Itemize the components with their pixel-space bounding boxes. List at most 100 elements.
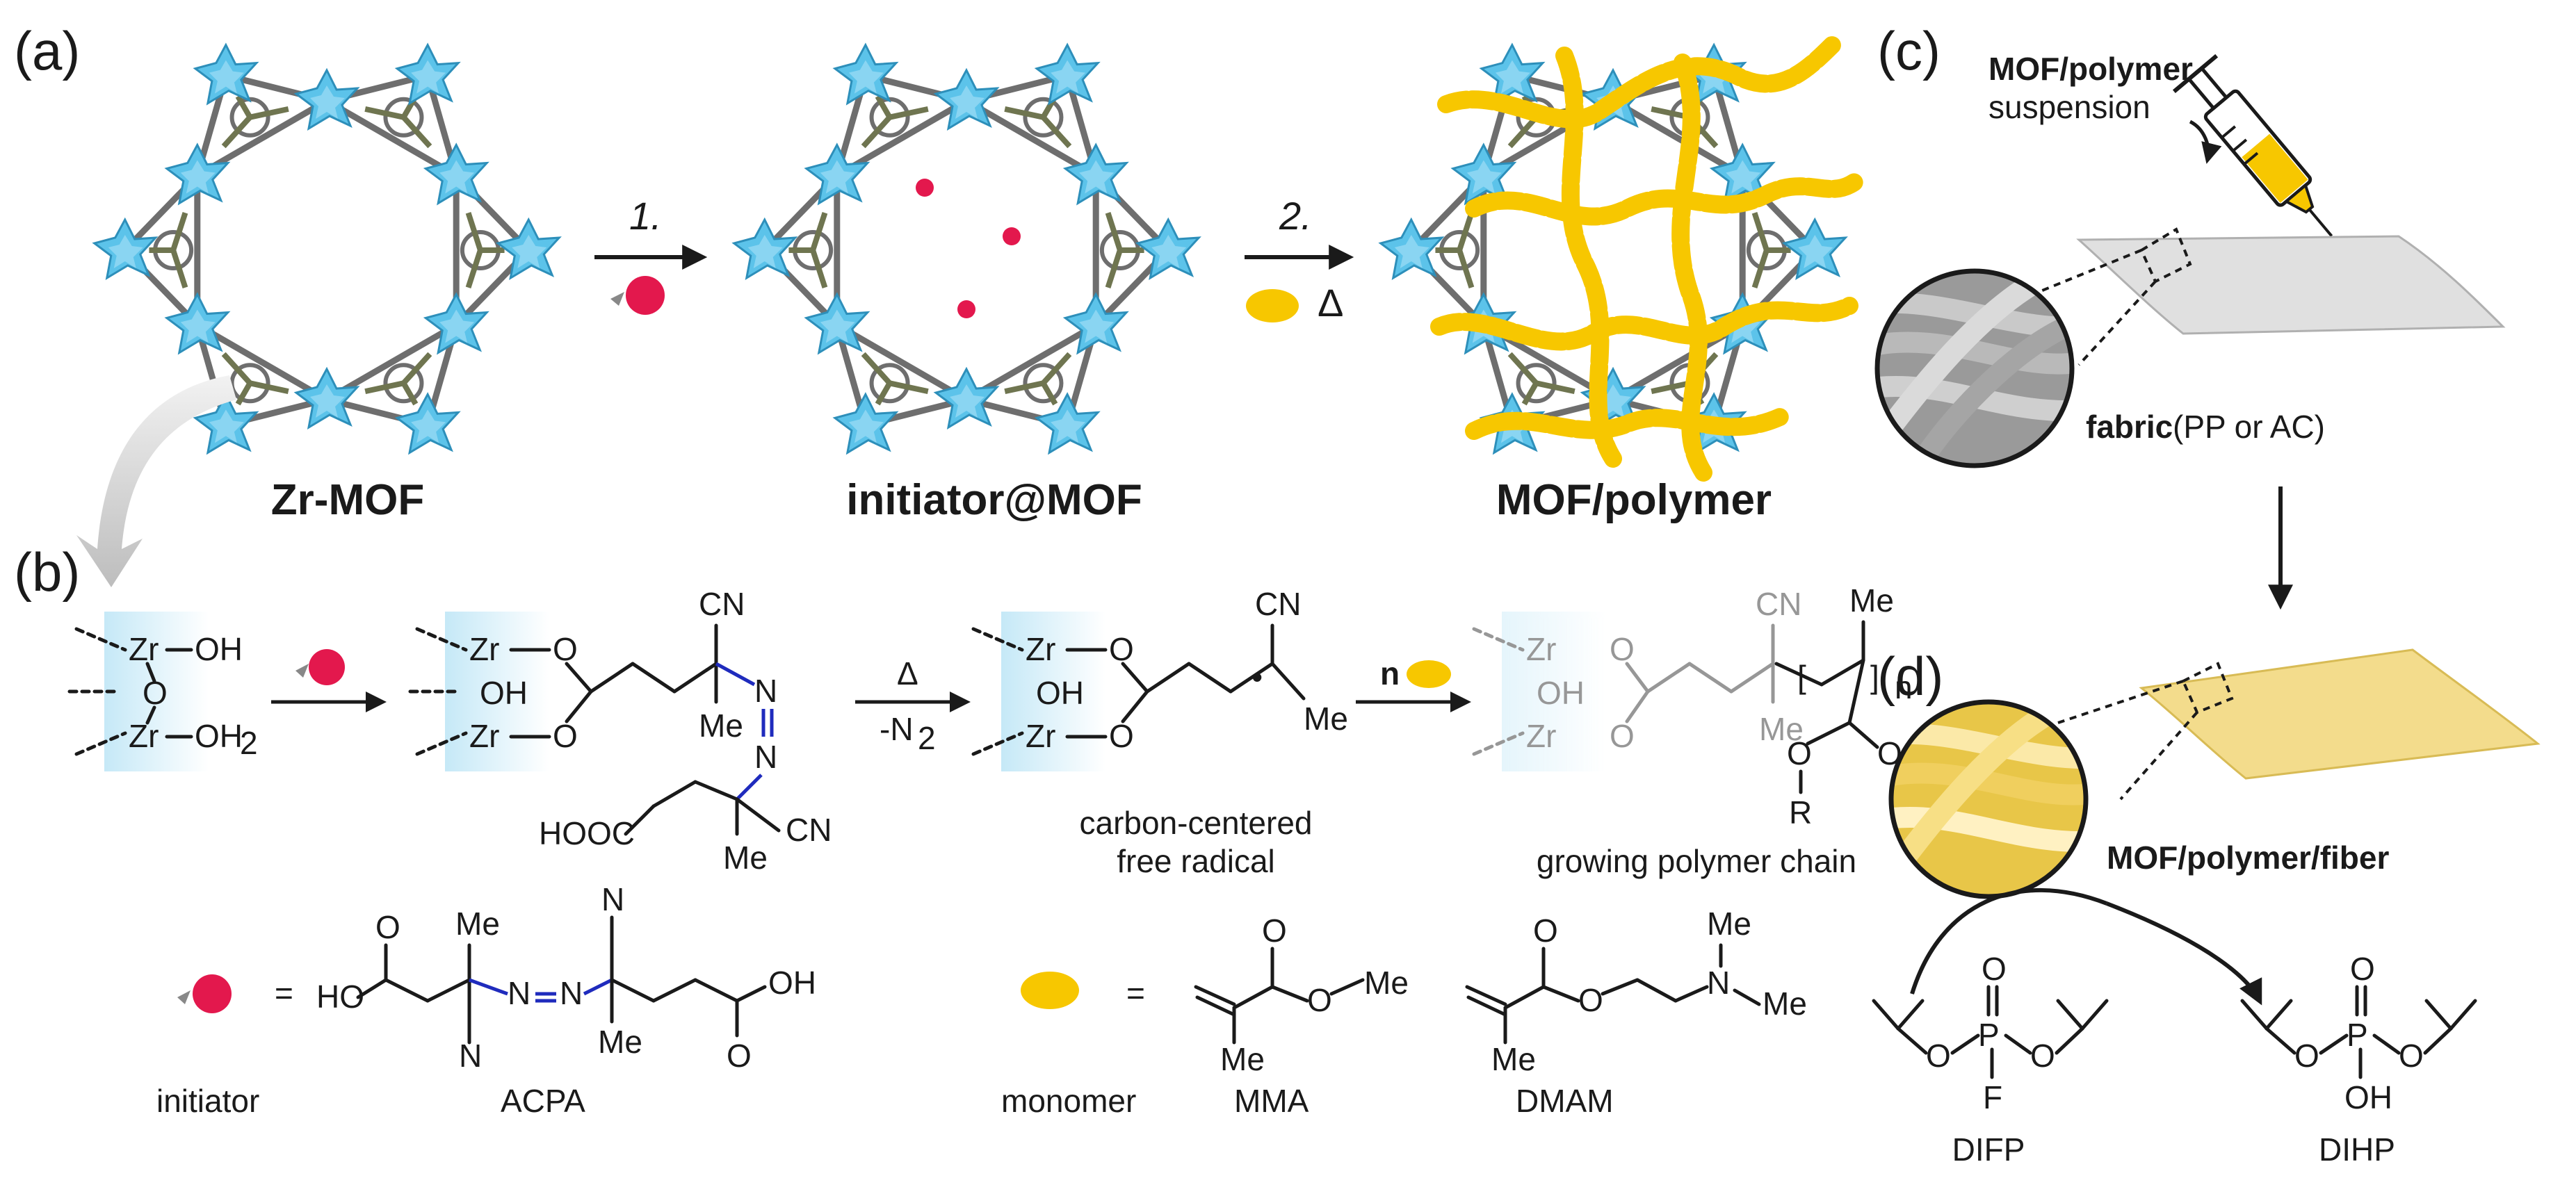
zr-atom-top-2: Zr [469, 631, 499, 667]
aqua-label: OH [195, 718, 243, 754]
dmam-n: N [1707, 965, 1730, 1001]
bridge-oh-4: OH [1537, 675, 1585, 711]
initiator-symbol [626, 276, 665, 315]
dihp-hydroxyl: OH [2344, 1079, 2392, 1115]
fabric-label: (PP or AC) [2173, 409, 2325, 445]
zr-atom-bottom: Zr [129, 718, 159, 754]
cn-label-2: CN [786, 812, 832, 848]
acpa-o-right: O [727, 1038, 752, 1074]
initiator-mof-label: initiator@MOF [846, 476, 1142, 524]
arrow-n: n [1380, 655, 1400, 692]
monomer-equals: = [1126, 975, 1145, 1011]
acpa-structure: HO O Me N N N N Me O OH ACPA [316, 881, 816, 1119]
panel-d-label: (d) [1877, 646, 1943, 707]
carboxylate-o-top: O [553, 631, 578, 667]
syringe-icon [2172, 54, 2333, 306]
curved-gray-arrow [76, 375, 236, 587]
zr-atom-top-4: Zr [1526, 631, 1556, 667]
mma-caption: MMA [1234, 1083, 1309, 1119]
heat-symbol: Δ [1318, 281, 1343, 325]
zr-atom-bottom-4: Zr [1526, 718, 1556, 754]
zr-node-start: Zr Zr O OH OH 2 [67, 612, 258, 771]
acpa-oh: OH [768, 965, 816, 1001]
acpa-n-left: N [459, 1038, 482, 1074]
fabric-label-bold: fabric [2086, 409, 2173, 445]
panel-c-label: (c) [1877, 20, 1941, 81]
dihp-o-left: O [2294, 1038, 2319, 1074]
zr-atom-bottom-2: Zr [469, 718, 499, 754]
conversion-arc-left [1910, 887, 2108, 995]
dmam-me-n2: Me [1763, 985, 1807, 1022]
initiator-caption: initiator [156, 1083, 259, 1119]
mma-me: Me [1220, 1041, 1265, 1077]
difp-fluorine: F [1983, 1079, 2002, 1115]
mof-polymer-label: MOF/polymer [1496, 476, 1772, 524]
me-label-5: Me [1849, 582, 1894, 619]
dihp-o-right: O [2399, 1038, 2424, 1074]
zr-mof-label: Zr-MOF [271, 476, 424, 524]
dmam-o-double: O [1533, 913, 1558, 949]
azo-n-2: N [754, 739, 777, 775]
ester-o-single: O [1787, 735, 1812, 771]
dihp-structure: O P O OH O DIHP [2240, 951, 2477, 1168]
dmam-structure: Me O O N Me Me DMAM [1465, 906, 1807, 1119]
step2-arrow: 2. Δ [1245, 194, 1354, 325]
mech-arrow-3: n [1356, 655, 1471, 712]
dmam-caption: DMAM [1516, 1083, 1614, 1119]
gray-fiber-zoom [1874, 268, 2075, 468]
monomer-symbol [1246, 289, 1299, 322]
aqua-subscript: 2 [240, 725, 258, 761]
fabric-sheet-yellow [2139, 648, 2541, 780]
fabric-sheet-gray [2076, 235, 2506, 335]
me-label-1: Me [699, 707, 743, 744]
dmam-me-n1: Me [1707, 906, 1751, 942]
difp-o-left: O [1926, 1038, 1951, 1074]
dmam-me: Me [1491, 1041, 1536, 1077]
mma-o-single: O [1307, 982, 1332, 1018]
carboxylate-o-top-3: O [1109, 631, 1134, 667]
step1-arrow: 1. [594, 194, 708, 315]
difp-label: DIFP [1952, 1131, 2025, 1168]
bridge-oh-2: OH [480, 675, 528, 711]
suspension-label-bold: MOF/polymer [1988, 51, 2193, 87]
bridge-oh-3: OH [1036, 675, 1084, 711]
zr-atom-bottom-3: Zr [1026, 718, 1055, 754]
bracket-right: ] [1870, 659, 1879, 695]
me-label-3: Me [1304, 701, 1348, 737]
cn-label-3: CN [1255, 586, 1301, 622]
suspension-pointer [2189, 120, 2222, 164]
carboxylate-o-bottom: O [553, 718, 578, 754]
acpa-caption: ACPA [501, 1083, 585, 1119]
polymer-chains [1430, 33, 1865, 482]
initiator-tail-icon [610, 292, 624, 306]
acpa-azo-n2: N [560, 975, 583, 1011]
panel-b-label: (b) [14, 541, 80, 603]
acpa-n-right: N [601, 881, 624, 917]
arrow-delta: Δ [897, 655, 918, 692]
radical-caption-2: free radical [1117, 843, 1275, 879]
initiator-equals: = [275, 975, 293, 1011]
r-group: R [1789, 794, 1812, 831]
zr-node-initiator: Zr Zr OH O O CN Me N N CN Me HOOC [408, 586, 832, 876]
zr-node-polymer: Zr Zr OH O O CN Me [ Me ] n O O R [1472, 582, 1913, 831]
arrow-minus-n2: -N [880, 711, 914, 747]
azo-n-1: N [754, 673, 777, 709]
dihp-p: P [2347, 1017, 2368, 1053]
acpa-ho: HO [316, 979, 364, 1015]
mech-arrow-2: Δ -N 2 [855, 655, 971, 756]
step1-label: 1. [629, 194, 662, 238]
initiator-mof-structure [733, 44, 1200, 454]
carboxylate-o-bottom-4: O [1610, 718, 1635, 754]
yellow-fiber-zoom [1888, 699, 2089, 899]
growing-caption: growing polymer chain [1537, 843, 1856, 879]
suspension-label: suspension [1988, 89, 2150, 125]
zr-node-radical: Zr Zr OH O O CN Me • [971, 586, 1348, 771]
zr-atom-top-3: Zr [1026, 631, 1055, 667]
difp-p: P [1978, 1017, 2000, 1053]
acpa-me-bottom: Me [598, 1024, 642, 1060]
panel-a-label: (a) [14, 20, 80, 81]
composite-label: MOF/polymer/fiber [2107, 840, 2389, 876]
zr-mof-structure [93, 44, 560, 454]
conversion-arc-right [2105, 901, 2262, 1006]
fabric-zoom-box [2139, 227, 2192, 284]
